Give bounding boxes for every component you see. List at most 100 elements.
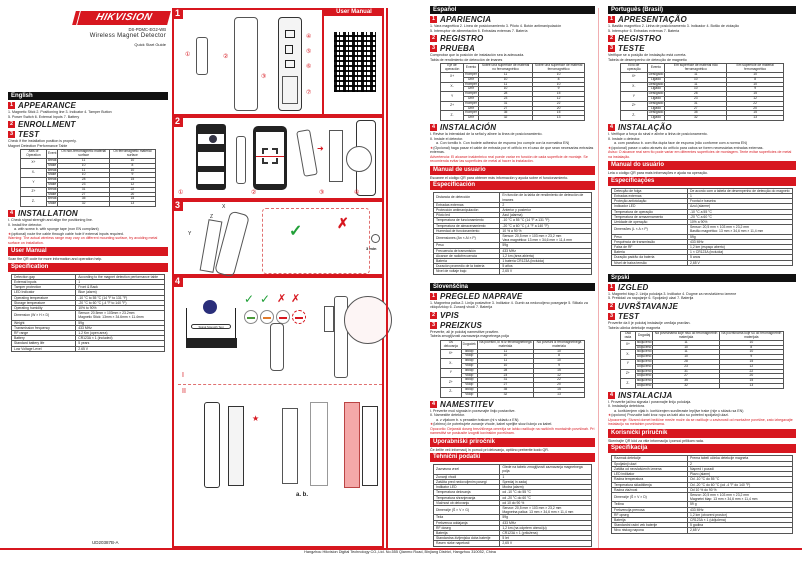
add-device-icon: [209, 135, 217, 143]
power-switch: [285, 45, 293, 54]
figure-panel-3: 3 X Y Z ✓ ✗ 3 min: [172, 200, 384, 278]
table-header: Eje de operación: [439, 63, 465, 73]
separator: [178, 384, 382, 385]
company-address: Hangzhou Hikvision Digital Technology CO…: [304, 550, 496, 554]
model-number: DS-PDMC-EG2-WB: [128, 27, 166, 32]
sensor-tape: [362, 406, 378, 486]
specification-header: Specifikacija: [608, 444, 796, 454]
magnetic-stick: [196, 37, 208, 75]
table-header: Os delovanja: [440, 339, 462, 350]
cover-mount: [310, 402, 328, 486]
cross-icon: ✗: [337, 215, 349, 231]
language-header: Srpski: [608, 273, 796, 282]
qr-header: User Manual: [324, 8, 384, 16]
spec-row: Dimensiones (An × Al × P)Sensor: 20,5 mm…: [432, 232, 592, 244]
specification-header: Tehnični podatki: [430, 453, 595, 463]
sub-step-ii: II: [182, 388, 186, 395]
language-header: Português (Brasil): [608, 6, 796, 14]
spec-row: Dimension (W × H × D)Sensor: 20.5mm × 10…: [10, 310, 165, 321]
language-header: Slovenščina: [430, 282, 595, 291]
spec-row: Dimenzije (Š × V × G)Senzor: 20,5 mm × 1…: [432, 504, 592, 516]
language-header: Español: [430, 6, 595, 14]
star-icon: ★: [8, 231, 12, 236]
sensor-qr: [236, 136, 246, 184]
spec-row: Dimenzije (Š × V × D)Senzor: 20,5 mm × 1…: [610, 491, 793, 503]
appearance-items: 1. Magnetic Stick 2. Positioning line 3.…: [8, 110, 112, 114]
spec-row: Operating temperature-10 °C to 55 °C (14…: [10, 294, 165, 301]
phone-signal-test: Signal Strength Test: [186, 300, 237, 348]
spec-row: Storage temperature-20 °C to 60 °C (-4 °…: [10, 299, 165, 306]
signal-strength-test-button[interactable]: Signal Strength Test: [191, 324, 231, 329]
screw-mount: [282, 408, 298, 484]
sub-step-i: I: [182, 372, 184, 379]
bottom-rule: [0, 548, 802, 550]
sensor-open: [296, 129, 318, 177]
phone-scan: [253, 126, 287, 190]
tamper-button: [285, 30, 295, 38]
external-inputs: [285, 60, 295, 68]
qr-code[interactable]: [334, 32, 376, 92]
table-header: Eixo de operação: [620, 63, 648, 73]
figure-panel-2: 2 ➜ ① ② ③ ④: [172, 116, 384, 200]
warning-text: Warning: The actual wireless range may v…: [8, 236, 158, 245]
sensor-aligned: [334, 296, 348, 378]
sensor-led: [270, 323, 284, 371]
magnet-aligned: [324, 306, 334, 332]
clock-icon: [371, 234, 380, 243]
table-header: Na površini iz feromagnetnega materiala: [533, 339, 585, 350]
appearance-items-2: 5. Power Switch 6. External Inputs 7. Ba…: [8, 114, 80, 119]
user-manual-header: Manual de usuario: [430, 165, 595, 175]
user-manual-header: Korisnički priručnik: [608, 428, 796, 438]
cross-icon-flash: ✗: [291, 293, 301, 305]
spec-row: Dimensões (L × A × P)Sensor: 20,5 mm × 1…: [610, 224, 793, 235]
switch-zoom: [346, 146, 372, 172]
star-icon: ★: [430, 422, 434, 427]
qr-panel: User Manual: [322, 8, 384, 116]
user-manual-header: Uporabniški priročnik: [430, 437, 595, 447]
timer-label: 3 min: [366, 246, 377, 251]
check-icon: ✓: [289, 223, 303, 240]
star-icon: ★: [608, 413, 612, 418]
table-header: Na površinama koje su od feromagnetnih m…: [718, 331, 785, 341]
table-header: Axis of Operation: [20, 149, 47, 159]
sponge-tape: [344, 402, 360, 488]
spec-row: Temperatura de funcionamiento-10 °C a 55…: [432, 217, 592, 224]
device-icon: [203, 300, 217, 314]
phone-app-steps: [196, 124, 226, 190]
specification-header: Especificações: [608, 176, 796, 186]
specification-header: Specification: [8, 262, 168, 272]
column-divider: [386, 8, 388, 548]
sensor-base: [329, 130, 343, 182]
hikvision-logo: HIKVISION: [77, 11, 171, 25]
spec-row: Temperatura de almacenamiento-20 °C a 60…: [432, 222, 592, 229]
sensor-front: [234, 17, 258, 111]
